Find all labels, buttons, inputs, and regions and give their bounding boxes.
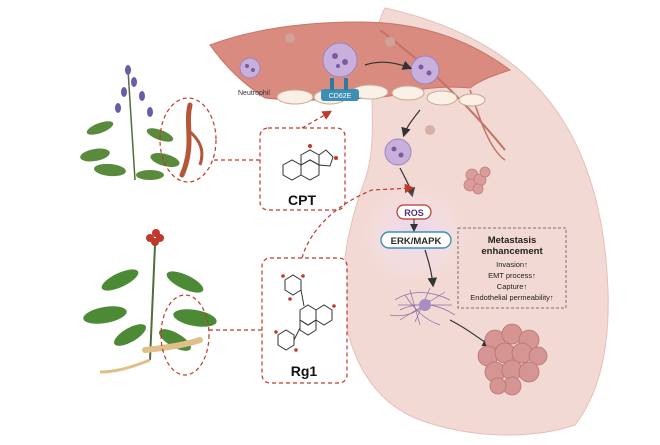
effect-item: Capture↑ [497, 282, 527, 291]
lung-shape [342, 7, 609, 436]
erk-mapk-box [380, 231, 452, 249]
endothelial-layer [276, 84, 486, 107]
herb-top-root-circle [159, 97, 217, 183]
herb-top-illustration [80, 65, 180, 181]
rg1-box [261, 257, 348, 384]
rg1-label: Rg1 [291, 363, 318, 379]
metastasis-title-2: enhancement [481, 246, 543, 257]
large-tumor [477, 323, 548, 396]
herb-bottom-root-circle [160, 294, 210, 376]
blood-vessel [209, 21, 512, 101]
cd62e-receptor [321, 89, 359, 101]
cpt-molecule [282, 149, 334, 181]
cd62e-label: CD62E [329, 93, 352, 100]
erk-mapk-label: ERK/MAPK [391, 236, 442, 247]
rg1-molecule [277, 274, 333, 351]
neutrophil-cells [239, 42, 440, 166]
metastasis-title-1: Metastasis [488, 235, 537, 246]
effect-item: Endothelial permeability↑ [470, 293, 553, 302]
ros-label: ROS [404, 208, 424, 218]
effect-item: EMT process↑ [488, 271, 536, 280]
cpt-label: CPT [288, 192, 316, 208]
small-tumor [463, 166, 491, 195]
cpt-box [259, 127, 346, 211]
metastasis-box [457, 227, 567, 309]
effect-item: Invasion↑ [496, 260, 528, 269]
herb-bottom-illustration [83, 229, 217, 374]
neutrophil-label: Neutrophil [238, 90, 270, 97]
